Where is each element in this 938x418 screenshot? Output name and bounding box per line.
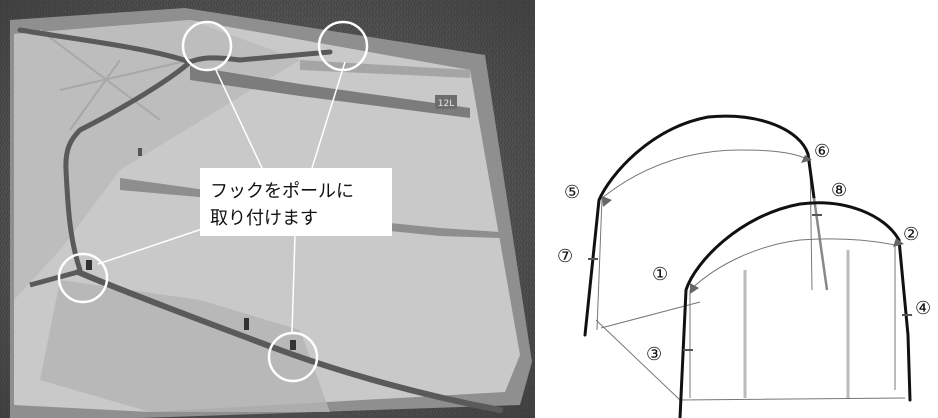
label-8: ⑧ (831, 180, 847, 201)
tent-pole (75, 269, 503, 413)
hook-6 (801, 155, 812, 163)
tent-fabric-shade (14, 20, 300, 300)
callout-text-line-2: 取り付けます (210, 208, 318, 229)
front-fabric-outline (679, 238, 906, 401)
label-2: ② (903, 224, 919, 245)
callout-leaders (97, 61, 346, 333)
label-3: ③ (646, 344, 662, 365)
front-arch-pole (678, 201, 912, 418)
rear-arch-pole (583, 114, 816, 337)
rear-right-pole (812, 197, 829, 291)
highlight-circle (317, 20, 369, 72)
label-4: ④ (915, 298, 931, 319)
frame-diagram: ⑤ ⑦ ⑥ ⑧ ① ③ ② ④ (557, 114, 931, 418)
highlight-circle (267, 331, 319, 383)
diagram-labels: ⑤ ⑦ ⑥ ⑧ ① ③ ② ④ (557, 141, 931, 365)
label-7: ⑦ (557, 246, 573, 267)
hook-2 (893, 238, 904, 247)
callout-text-line-1: フックをポールに (210, 181, 354, 202)
label-1: ① (652, 264, 668, 285)
hook-1 (690, 283, 699, 294)
tent-pole (63, 59, 193, 273)
callout-box (200, 168, 392, 236)
label-5: ⑤ (564, 182, 580, 203)
tent-pole (17, 27, 333, 65)
fabric-tag (435, 95, 457, 109)
photo-panel: 12L フックをポールに 取り付けます (0, 0, 535, 418)
highlight-circles (57, 20, 369, 383)
seam-band (190, 66, 470, 118)
hook-5 (602, 196, 612, 207)
highlight-circle (181, 20, 233, 72)
rear-fabric-outline (596, 149, 813, 331)
fabric-tag-text: 12L (438, 99, 454, 109)
label-6: ⑥ (814, 141, 830, 162)
highlight-circle (57, 252, 109, 304)
